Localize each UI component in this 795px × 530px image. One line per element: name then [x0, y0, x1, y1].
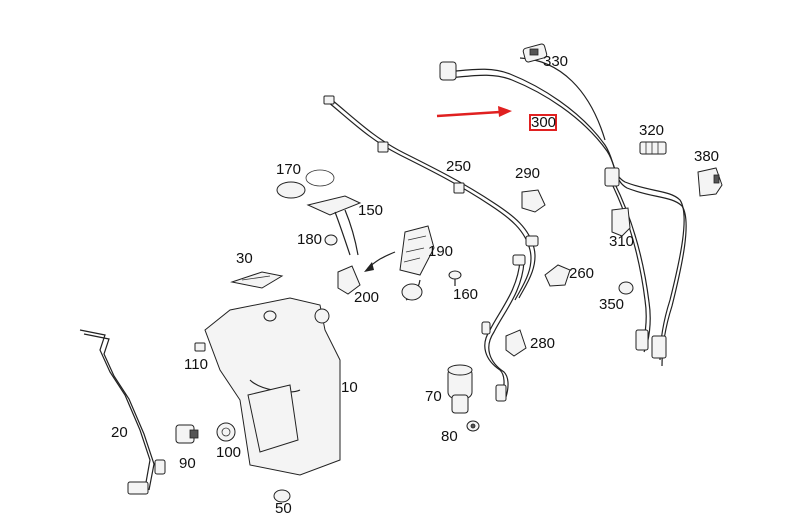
seal-170[interactable]: [276, 169, 335, 199]
label-90[interactable]: 90: [179, 455, 196, 472]
label-180[interactable]: 180: [297, 231, 323, 248]
label-250[interactable]: 250: [446, 158, 472, 175]
label-20[interactable]: 20: [111, 424, 128, 441]
label-320[interactable]: 320: [639, 122, 665, 139]
filler-neck-150[interactable]: [306, 195, 362, 256]
label-280[interactable]: 280: [530, 335, 556, 352]
label-110[interactable]: 110: [184, 356, 208, 373]
label-290[interactable]: 290: [515, 165, 541, 182]
label-100[interactable]: 100: [216, 444, 242, 461]
clip-110[interactable]: [194, 342, 206, 352]
label-330[interactable]: 330: [543, 53, 569, 70]
label-50[interactable]: 50: [275, 500, 292, 517]
seal-80[interactable]: [466, 420, 480, 432]
hose-250[interactable]: [323, 95, 539, 402]
grommet-100[interactable]: [216, 422, 236, 442]
label-300[interactable]: 300: [531, 114, 557, 131]
nozzle-380[interactable]: [697, 167, 723, 197]
highlight-box-300: [529, 114, 557, 131]
label-160[interactable]: 160: [453, 286, 479, 303]
pump-70[interactable]: [447, 364, 473, 414]
cover-30[interactable]: [230, 271, 284, 289]
clip-310[interactable]: [611, 207, 631, 237]
clip-290[interactable]: [521, 189, 546, 213]
label-310[interactable]: 310: [609, 233, 635, 250]
label-190[interactable]: 190: [428, 243, 454, 260]
clip-180[interactable]: [324, 234, 338, 246]
label-150[interactable]: 150: [358, 202, 384, 219]
label-260[interactable]: 260: [569, 265, 595, 282]
label-80[interactable]: 80: [441, 428, 458, 445]
hose-20[interactable]: [79, 329, 166, 495]
label-350[interactable]: 350: [599, 296, 625, 313]
plug-350[interactable]: [618, 281, 634, 295]
label-380[interactable]: 380: [694, 148, 720, 165]
sensor-90[interactable]: [175, 424, 199, 444]
label-200[interactable]: 200: [354, 289, 380, 306]
connector-280[interactable]: [505, 329, 527, 357]
clip-330[interactable]: [522, 43, 548, 63]
tank-10[interactable]: [204, 297, 341, 476]
highlight-arrow: [436, 106, 512, 118]
label-170[interactable]: 170: [276, 161, 302, 178]
label-10[interactable]: 10: [341, 379, 358, 396]
seal-190[interactable]: [399, 225, 435, 301]
screw-160[interactable]: [448, 270, 462, 286]
cap-50[interactable]: [273, 489, 291, 503]
clip-320[interactable]: [639, 141, 667, 155]
label-70[interactable]: 70: [425, 388, 442, 405]
label-30[interactable]: 30: [236, 250, 253, 267]
hose-assembly-300[interactable]: [439, 57, 687, 367]
bracket-260[interactable]: [544, 264, 571, 287]
bracket-200[interactable]: [337, 265, 361, 295]
